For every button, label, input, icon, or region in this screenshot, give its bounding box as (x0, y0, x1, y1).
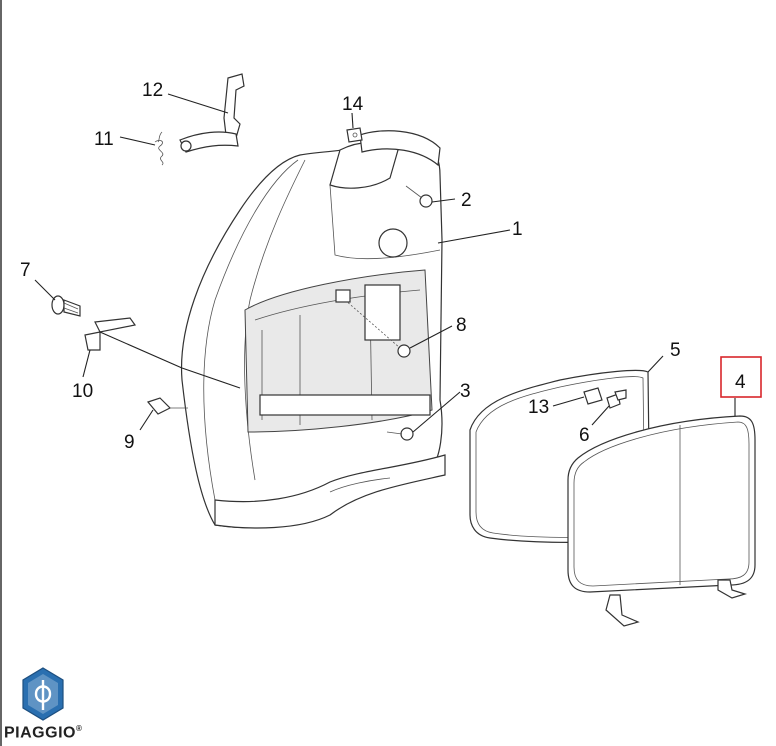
callout-1: 1 (512, 219, 523, 240)
callout-2: 2 (461, 190, 472, 211)
callout-10: 10 (72, 381, 93, 402)
callout-4[interactable]: 4 (735, 372, 746, 393)
part-9-clip[interactable] (146, 397, 188, 415)
callout-7: 7 (20, 260, 31, 281)
callout-11: 11 (94, 129, 114, 150)
part-13-nut[interactable] (583, 387, 603, 405)
part-11-spring[interactable] (154, 131, 164, 166)
highlight-box (720, 356, 762, 398)
part-8-screw[interactable] (335, 289, 411, 358)
part-14-nut[interactable] (346, 127, 363, 143)
callout-14: 14 (342, 94, 364, 115)
callout-12: 12 (142, 80, 163, 101)
part-7-screw[interactable] (51, 295, 81, 317)
part-1-leg-shield[interactable] (180, 130, 446, 529)
part-4-glovebox-door[interactable] (567, 415, 756, 627)
brand-registered-mark: ® (75, 724, 83, 733)
part-3-screw[interactable] (386, 427, 414, 441)
callout-8: 8 (456, 315, 467, 336)
callout-6: 6 (579, 425, 590, 446)
brand-name: PIAGGIO® (4, 724, 82, 742)
brand-name-text: PIAGGIO (4, 724, 76, 742)
part-6-clip[interactable] (606, 389, 627, 409)
part-12-hook[interactable] (179, 73, 245, 153)
piaggio-logo-icon (22, 667, 64, 721)
callout-9: 9 (124, 432, 135, 453)
callout-13: 13 (528, 397, 549, 418)
part-10-bracket[interactable] (84, 317, 183, 369)
part-2-screw[interactable] (405, 185, 433, 208)
callout-5: 5 (670, 340, 681, 361)
leader-lines (34, 93, 736, 433)
callout-3: 3 (460, 381, 471, 402)
